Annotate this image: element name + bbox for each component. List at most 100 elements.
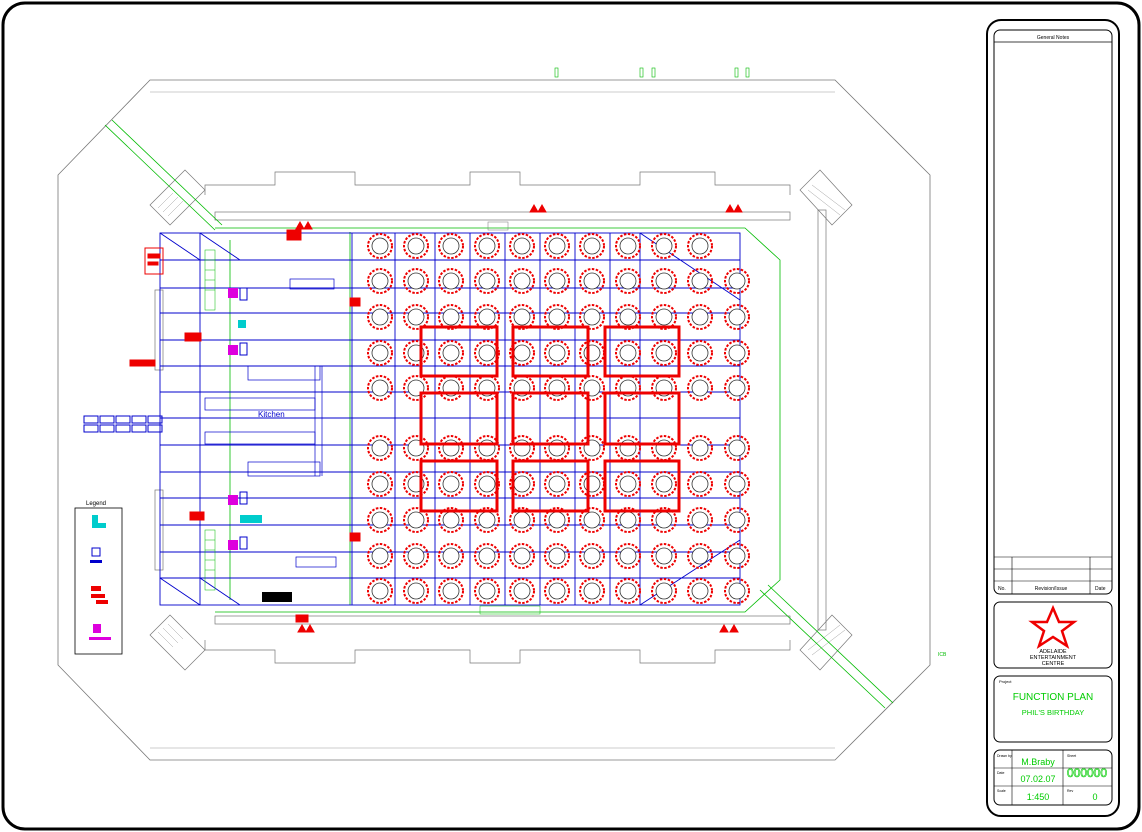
rev-value: 0 bbox=[1092, 792, 1097, 802]
venue-outline bbox=[57, 79, 931, 761]
round-table bbox=[724, 543, 750, 569]
round-table bbox=[651, 507, 677, 533]
round-table bbox=[438, 304, 464, 330]
scale-value: 1:450 bbox=[1027, 792, 1050, 802]
round-table bbox=[438, 471, 464, 497]
round-table bbox=[403, 375, 429, 401]
round-table bbox=[403, 471, 429, 497]
round-table bbox=[615, 233, 641, 259]
round-table bbox=[687, 375, 713, 401]
round-table bbox=[438, 340, 464, 366]
round-table bbox=[474, 268, 500, 294]
round-table bbox=[687, 435, 713, 461]
round-table bbox=[367, 233, 393, 259]
round-table bbox=[651, 340, 677, 366]
round-table bbox=[724, 304, 750, 330]
round-table bbox=[687, 543, 713, 569]
rev-col-revision: Revision/Issue bbox=[1035, 586, 1068, 592]
sheet-label: Sheet bbox=[1067, 754, 1076, 758]
round-table bbox=[615, 507, 641, 533]
round-table bbox=[544, 375, 570, 401]
rev-col-no: No. bbox=[998, 586, 1006, 592]
round-table bbox=[615, 578, 641, 604]
round-table bbox=[509, 507, 535, 533]
round-table bbox=[687, 233, 713, 259]
round-table bbox=[367, 340, 393, 366]
round-table bbox=[509, 268, 535, 294]
round-table bbox=[544, 543, 570, 569]
seating-bowl bbox=[149, 169, 853, 671]
round-table bbox=[687, 268, 713, 294]
drawn-by-label: Drawn by bbox=[997, 754, 1012, 758]
round-table bbox=[724, 507, 750, 533]
round-table bbox=[403, 268, 429, 294]
round-table bbox=[615, 543, 641, 569]
scale-label: Scale bbox=[997, 789, 1006, 793]
round-table bbox=[544, 471, 570, 497]
date-value: 07.02.07 bbox=[1020, 774, 1055, 784]
legend-blue-icon bbox=[90, 547, 102, 563]
logo-line-2: ENTERTAINMENT bbox=[1030, 655, 1077, 661]
round-table bbox=[474, 233, 500, 259]
round-tables bbox=[367, 233, 750, 604]
rev-label: Rev bbox=[1067, 789, 1073, 793]
round-table bbox=[724, 578, 750, 604]
round-table bbox=[615, 375, 641, 401]
round-table bbox=[367, 304, 393, 330]
round-table bbox=[687, 304, 713, 330]
round-table bbox=[687, 507, 713, 533]
round-table bbox=[651, 543, 677, 569]
round-table bbox=[615, 268, 641, 294]
round-table bbox=[615, 471, 641, 497]
round-table bbox=[687, 340, 713, 366]
project-label: Project bbox=[999, 679, 1012, 684]
round-table bbox=[651, 375, 677, 401]
title-block: General Notes No. Revision/Issue Date AD… bbox=[986, 19, 1120, 817]
round-table bbox=[474, 471, 500, 497]
round-table bbox=[579, 340, 605, 366]
round-table bbox=[367, 507, 393, 533]
round-table bbox=[474, 375, 500, 401]
round-table bbox=[579, 543, 605, 569]
round-table bbox=[367, 268, 393, 294]
round-table bbox=[579, 268, 605, 294]
round-table bbox=[509, 233, 535, 259]
logo-line-1: ADELAIDE bbox=[1039, 649, 1067, 655]
round-table bbox=[367, 543, 393, 569]
star-logo-icon bbox=[1028, 604, 1078, 649]
round-table bbox=[474, 435, 500, 461]
round-table bbox=[438, 268, 464, 294]
stage-stairs bbox=[204, 221, 541, 615]
round-table bbox=[579, 233, 605, 259]
equipment bbox=[83, 287, 292, 602]
legend-title: Legend bbox=[86, 501, 106, 507]
sheet-number: 000000 bbox=[1067, 766, 1107, 780]
revision-table bbox=[994, 556, 1112, 594]
round-table bbox=[724, 375, 750, 401]
round-table bbox=[651, 268, 677, 294]
round-table bbox=[403, 435, 429, 461]
round-table bbox=[724, 471, 750, 497]
round-table bbox=[544, 340, 570, 366]
scale-mark: ICB bbox=[938, 652, 947, 658]
exit-markers bbox=[554, 67, 750, 78]
round-table bbox=[367, 435, 393, 461]
round-table bbox=[579, 578, 605, 604]
drawn-by-value: M.Braby bbox=[1021, 757, 1055, 767]
round-table bbox=[509, 304, 535, 330]
round-table bbox=[544, 578, 570, 604]
round-table bbox=[438, 435, 464, 461]
logo-line-3: CENTRE bbox=[1042, 661, 1065, 667]
legend-cyan-icon bbox=[92, 515, 106, 528]
round-table bbox=[651, 233, 677, 259]
round-table bbox=[615, 340, 641, 366]
round-table bbox=[474, 507, 500, 533]
round-table bbox=[615, 304, 641, 330]
access-routes bbox=[104, 119, 894, 709]
round-table bbox=[474, 578, 500, 604]
legend-magenta-icon bbox=[89, 624, 111, 640]
round-table bbox=[509, 543, 535, 569]
round-table bbox=[438, 543, 464, 569]
